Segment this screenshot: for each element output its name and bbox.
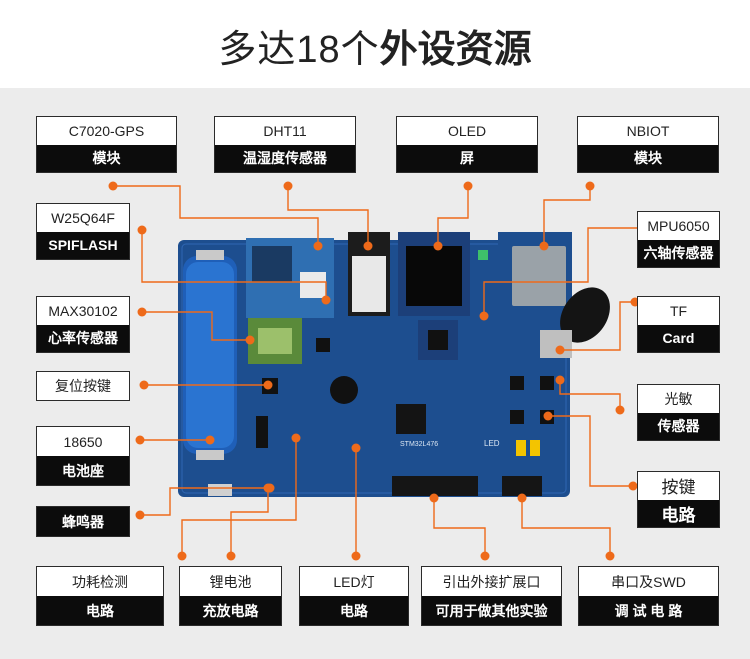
label-nbiot-bottom: 模块 — [578, 144, 718, 172]
battery-highlight — [186, 262, 234, 448]
label-dht11-top: DHT11 — [215, 117, 355, 145]
key-3 — [510, 410, 524, 424]
label-li-charge: 锂电池 充放电路 — [179, 566, 282, 626]
label-w25q: W25Q64F SPIFLASH — [36, 203, 130, 260]
leader-lines — [113, 185, 645, 556]
tf-slot — [540, 330, 572, 358]
oled-screen — [406, 246, 462, 306]
key-4 — [540, 410, 554, 424]
battery-terminal-top — [196, 250, 224, 260]
label-serial: 串口及SWD 调 试 电 路 — [578, 566, 719, 626]
label-max-top: MAX30102 — [37, 297, 129, 325]
label-expansion: 引出外接扩展口 可用于做其他实验 — [421, 566, 562, 626]
label-nbiot: NBIOT 模块 — [577, 116, 719, 173]
nbiot-chip — [512, 246, 566, 306]
reset-button — [262, 378, 278, 394]
max30102-module — [248, 318, 302, 364]
oled-module — [398, 232, 470, 316]
label-nbiot-top: NBIOT — [578, 117, 718, 145]
label-light-sensor: 光敏 传感器 — [637, 384, 720, 441]
label-max: MAX30102 心率传感器 — [36, 296, 130, 353]
gps-module — [246, 238, 334, 318]
headline: 多达18个外设资源 — [0, 18, 750, 73]
label-dht11-bottom: 温湿度传感器 — [215, 144, 355, 172]
label-battery-top: 18650 — [37, 427, 129, 456]
key-1 — [510, 376, 524, 390]
mpu-module — [418, 320, 458, 360]
label-gps-bottom: 模块 — [37, 144, 176, 172]
serial-header — [502, 476, 542, 496]
label-tf-bottom: Card — [638, 324, 719, 352]
battery-terminal-bottom — [196, 450, 224, 460]
antenna — [560, 287, 610, 343]
label-button-circuit: 按键 电路 — [637, 471, 720, 528]
label-power-top: 功耗检测 — [37, 567, 163, 596]
label-buzzer: 蜂鸣器 — [36, 506, 130, 537]
label-oled-top: OLED — [397, 117, 537, 145]
gps-antenna — [252, 246, 292, 282]
label-w25q-top: W25Q64F — [37, 204, 129, 232]
label-power-bottom: 电路 — [37, 596, 163, 625]
flash-chip — [316, 338, 330, 352]
leader-dots — [108, 181, 650, 561]
nbiot-board — [498, 232, 572, 344]
headline-bold: 外设资源 — [379, 29, 532, 71]
max30102-sensor — [258, 328, 292, 354]
label-reset: 复位按键 — [36, 371, 130, 401]
usb-port — [208, 484, 232, 496]
key-2 — [540, 376, 554, 390]
label-expansion-top: 引出外接扩展口 — [422, 567, 561, 596]
jumper-1 — [516, 440, 526, 456]
dht11-socket — [348, 232, 390, 316]
pcb-board — [178, 240, 570, 497]
label-li-charge-top: 锂电池 — [180, 567, 281, 596]
expansion-header — [392, 476, 478, 496]
label-mpu: MPU6050 六轴传感器 — [637, 211, 720, 268]
dht11-sensor — [352, 256, 386, 312]
label-serial-bottom: 调 试 电 路 — [579, 596, 718, 625]
label-expansion-bottom: 可用于做其他实验 — [422, 596, 561, 625]
headline-light: 多达18个 — [218, 29, 380, 71]
label-power: 功耗检测 电路 — [36, 566, 164, 626]
title-band — [0, 0, 750, 88]
label-led: LED灯 电路 — [299, 566, 409, 626]
stm32-chip — [396, 404, 426, 434]
label-button-circuit-top: 按键 — [638, 472, 719, 500]
gps-connector — [300, 272, 326, 298]
led-silk: LED — [484, 439, 500, 448]
buzzer-body — [330, 376, 358, 404]
label-li-charge-bottom: 充放电路 — [180, 596, 281, 625]
label-battery: 18650 电池座 — [36, 426, 130, 486]
label-oled: OLED 屏 — [396, 116, 538, 173]
label-gps-top: C7020-GPS — [37, 117, 176, 145]
label-tf: TF Card — [637, 296, 720, 353]
label-max-bottom: 心率传感器 — [37, 324, 129, 352]
jumper-2 — [530, 440, 540, 456]
label-led-bottom: 电路 — [300, 596, 408, 625]
mpu-chip — [428, 330, 448, 350]
label-w25q-bottom: SPIFLASH — [37, 231, 129, 259]
label-light-sensor-top: 光敏 — [638, 385, 719, 413]
label-mpu-bottom: 六轴传感器 — [638, 239, 719, 267]
label-led-top: LED灯 — [300, 567, 408, 596]
label-oled-bottom: 屏 — [397, 144, 537, 172]
label-light-sensor-bottom: 传感器 — [638, 412, 719, 440]
label-button-circuit-bottom: 电路 — [638, 499, 719, 527]
power-switch — [256, 416, 268, 448]
label-mpu-top: MPU6050 — [638, 212, 719, 240]
pcb-border — [181, 243, 567, 494]
label-gps: C7020-GPS 模块 — [36, 116, 177, 173]
label-serial-top: 串口及SWD — [579, 567, 718, 596]
label-tf-top: TF — [638, 297, 719, 325]
label-dht11: DHT11 温湿度传感器 — [214, 116, 356, 173]
battery — [183, 256, 237, 454]
chip-silk: STM32L476 — [400, 441, 438, 448]
led-green — [478, 250, 488, 260]
label-battery-bottom: 电池座 — [37, 456, 129, 485]
